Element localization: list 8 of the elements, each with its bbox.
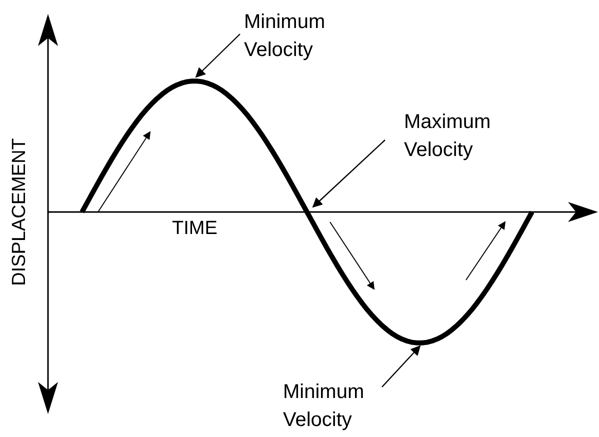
axis-label: TIME [172, 218, 218, 240]
leader-line [195, 34, 240, 78]
leader-line [312, 140, 386, 208]
callout-text: Minimum Velocity [283, 380, 366, 433]
leader-line [382, 345, 421, 388]
axis-label: DISPLACEMENT [9, 138, 31, 286]
callout-text: Maximum Velocity [404, 110, 492, 163]
callout-text: Minimum Velocity [244, 10, 326, 63]
